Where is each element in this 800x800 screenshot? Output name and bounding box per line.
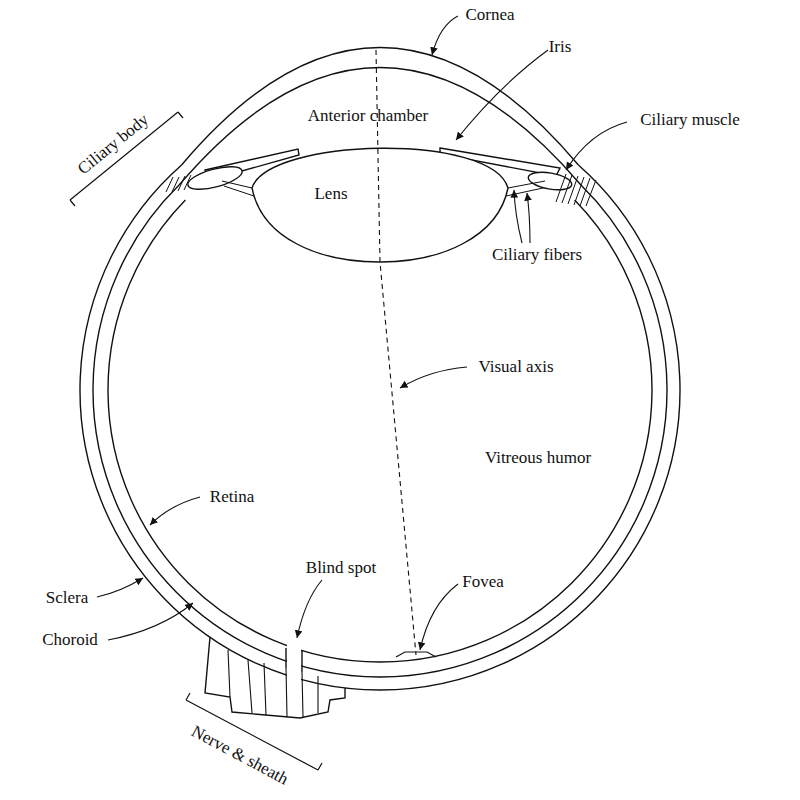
leader-line	[514, 190, 522, 243]
lens-shape	[252, 148, 508, 262]
cornea-outer	[182, 48, 579, 166]
blind-spot-edge	[286, 648, 302, 672]
part-label: Choroid	[42, 631, 98, 648]
blind-spot-gap	[287, 640, 301, 684]
leader-line	[400, 367, 467, 388]
leader-line	[150, 497, 200, 525]
visual-axis-line	[376, 50, 416, 655]
leader-line	[108, 603, 193, 640]
part-label: Anterior chamber	[308, 107, 428, 124]
part-label: Sclera	[46, 589, 88, 606]
part-label: Nerve & sheath	[189, 722, 291, 787]
part-label: Iris	[549, 38, 572, 55]
part-label: Blind spot	[306, 559, 376, 576]
part-label: Ciliary fibers	[492, 246, 582, 263]
leader-line	[527, 193, 530, 243]
retina-outline	[108, 200, 652, 662]
leader-line	[97, 578, 143, 597]
nerve-fiber	[228, 650, 318, 717]
leader-line	[297, 580, 322, 638]
part-label: Retina	[210, 488, 254, 505]
ciliary-fiber	[222, 181, 545, 196]
part-label: Vitreous humor	[485, 449, 591, 466]
leader-line	[420, 584, 458, 650]
ciliary-body-shape	[527, 169, 573, 192]
part-label: Cornea	[465, 6, 514, 23]
ciliary-muscle-hatch	[166, 175, 191, 192]
part-label: Ciliary muscle	[640, 111, 740, 128]
part-label: Fovea	[462, 573, 504, 590]
ciliary-body-shape	[186, 162, 245, 194]
part-label: Ciliary body	[74, 111, 151, 178]
nerve-sheath	[205, 637, 345, 718]
part-label: Visual axis	[479, 358, 554, 375]
leader-line	[456, 50, 548, 140]
ciliary-muscle-hatch	[556, 174, 596, 206]
leader-line	[566, 122, 627, 170]
leader-line	[432, 16, 458, 55]
part-label: Lens	[314, 185, 347, 202]
